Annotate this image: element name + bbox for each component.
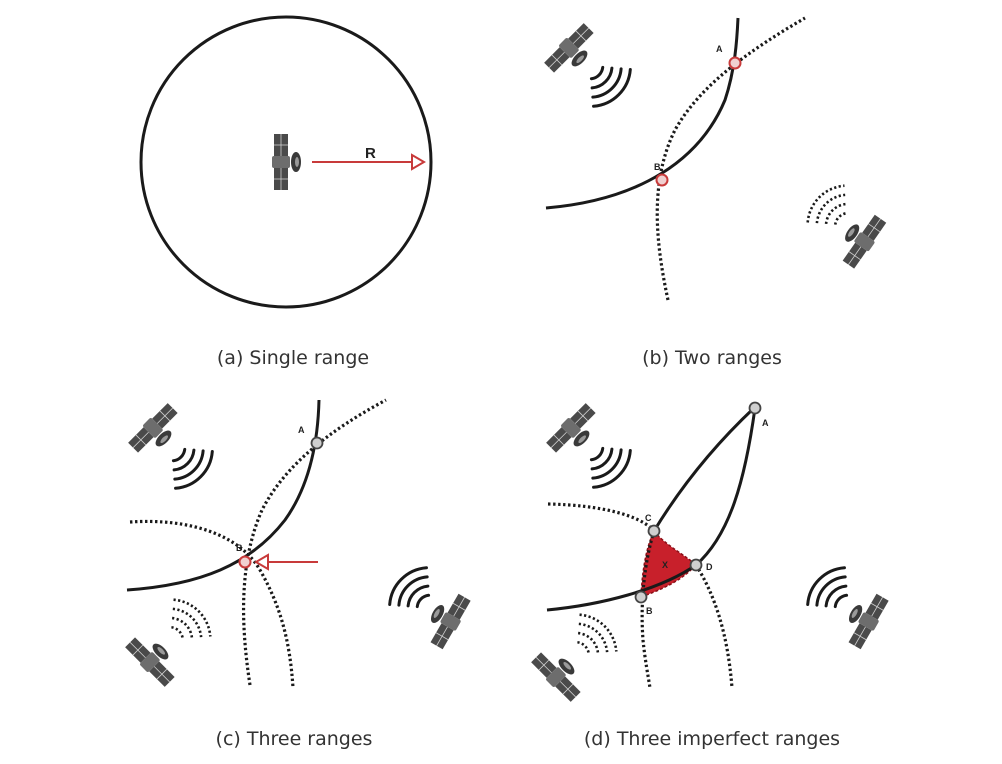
- range-circle: [139, 15, 433, 309]
- caption-a: (a) Single range: [217, 347, 369, 369]
- intersection-point-a: [728, 56, 742, 70]
- point-label-b: B: [236, 543, 243, 553]
- range-arc-dotted-2: [547, 502, 656, 533]
- point-label-a: A: [762, 418, 769, 428]
- signal-waves-icon: [563, 606, 625, 668]
- range-arc-solid: [545, 17, 740, 210]
- signal-waves-icon: [799, 559, 861, 621]
- intersection-point-b: [238, 555, 252, 569]
- point-label-b: B: [654, 162, 661, 172]
- point-label-a: A: [716, 44, 723, 54]
- range-arrowhead: [411, 153, 426, 171]
- signal-waves-icon: [157, 591, 219, 653]
- signal-waves-icon: [577, 53, 639, 115]
- point-c: [647, 524, 661, 538]
- panel-c: A B (c) Three ranges: [122, 398, 474, 750]
- range-arc-solid-2: [652, 406, 756, 532]
- satellite-icon: [122, 627, 185, 690]
- range-arc-dotted-1: [640, 530, 656, 689]
- range-arc-dotted-3: [694, 564, 734, 689]
- point-d: [689, 558, 703, 572]
- caption-c: (c) Three ranges: [216, 728, 373, 750]
- region-label-x: X: [662, 560, 668, 570]
- point-label-d: D: [706, 562, 713, 572]
- panel-d: A B C D X (d) Three imperfect ranges: [528, 400, 892, 750]
- signal-waves-icon: [381, 559, 443, 621]
- point-b: [634, 590, 648, 604]
- point-label-b: B: [646, 606, 653, 616]
- intersection-point-b: [655, 173, 669, 187]
- intersection-point-a: [310, 436, 324, 450]
- range-arc-dotted-2: [129, 519, 295, 689]
- signal-waves-icon: [159, 435, 221, 497]
- pointer-arrowhead: [254, 553, 269, 571]
- point-label-a: A: [298, 425, 305, 435]
- uncertainty-region: [640, 529, 698, 599]
- satellite-icon: [271, 133, 302, 191]
- satellite-icon: [528, 642, 591, 705]
- point-a: [748, 401, 762, 415]
- panel-b: A B (b) Two ranges: [541, 16, 889, 369]
- satellite-icon: [125, 400, 188, 463]
- satellite-icon: [543, 400, 606, 463]
- caption-d: (d) Three imperfect ranges: [584, 728, 840, 750]
- range-label: R: [365, 145, 376, 162]
- range-arc-dotted: [655, 16, 806, 301]
- caption-b: (b) Two ranges: [642, 347, 782, 369]
- satellite-icon: [541, 20, 604, 83]
- point-label-c: C: [645, 513, 652, 523]
- panel-a: R (a) Single range: [139, 15, 433, 369]
- signal-waves-icon: [577, 434, 639, 496]
